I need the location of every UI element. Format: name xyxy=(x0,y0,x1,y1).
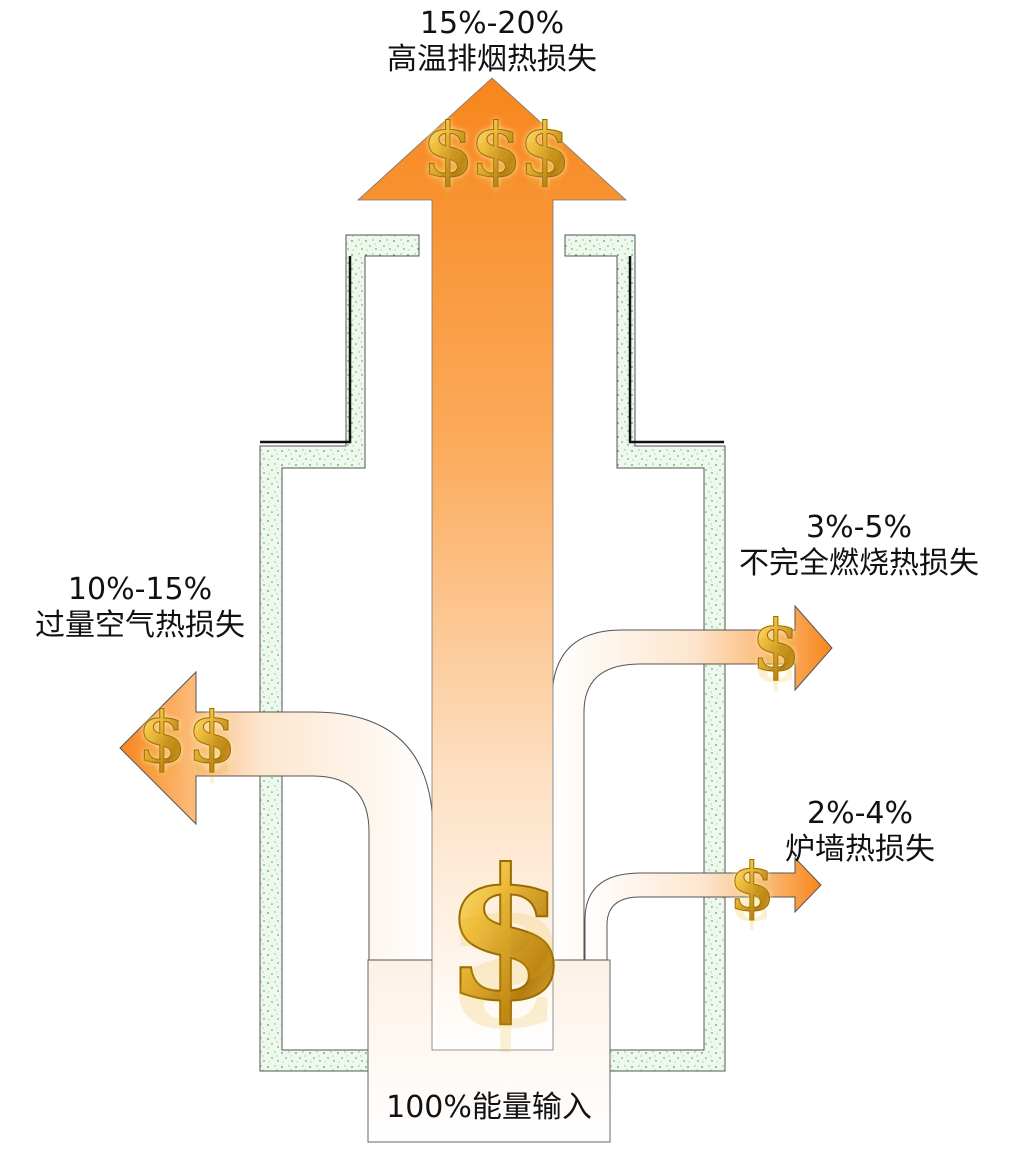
flue-dollar-1-reflection: $ xyxy=(422,124,474,210)
energy-input-text: 100%能量输入 xyxy=(386,1090,592,1125)
wall-dollar-reflection: $ xyxy=(729,864,775,942)
flue-dollar-2-glow: $ xyxy=(470,108,522,194)
flue-gas-loss-text: 高温排烟热损失 xyxy=(387,42,597,77)
flue-dollar-2-reflection: $ xyxy=(470,124,522,210)
dollar-symbols: $$$$$$$$$$$$$$$$$$$$$$$$ xyxy=(137,108,801,1084)
air-dollar-2-icon: $ xyxy=(188,696,237,779)
flue-gas-loss-label: 15%-20% 高温排烟热损失 xyxy=(322,6,662,78)
flue-dollar-3-icon: $ xyxy=(519,108,571,194)
incomplete-combustion-arrow xyxy=(551,604,833,961)
wall-loss-pct: 2%-4% xyxy=(806,796,913,831)
incomplete-combustion-pct: 3%-5% xyxy=(805,510,912,545)
flue-dollar-3-reflection: $ xyxy=(519,124,571,210)
wall-dollar-glow: $ xyxy=(729,848,775,926)
wall-dollar-icon: $ xyxy=(729,848,775,926)
incomplete-dollar-glow: $ xyxy=(752,604,801,687)
air-dollar-2-glow: $ xyxy=(188,696,237,779)
input-dollar-glow: $ xyxy=(443,830,568,1041)
air-dollar-1-reflection: $ xyxy=(138,713,187,796)
energy-input-label: 100%能量输入 xyxy=(368,1090,610,1126)
flue-dollar-1-glow: $ xyxy=(422,108,474,194)
incomplete-combustion-text: 不完全燃烧热损失 xyxy=(739,546,979,581)
excess-air-loss-arrow xyxy=(119,670,434,961)
excess-air-loss-text: 过量空气热损失 xyxy=(35,608,245,643)
air-dollar-1-icon: $ xyxy=(138,696,187,779)
wall-loss-arrow xyxy=(584,856,822,961)
incomplete-combustion-label: 3%-5% 不完全燃烧热损失 xyxy=(700,510,1018,582)
wall-loss-label: 2%-4% 炉墙热损失 xyxy=(755,796,965,868)
air-dollar-1-glow: $ xyxy=(138,696,187,779)
flue-dollar-3-glow: $ xyxy=(519,108,571,194)
excess-air-loss-label: 10%-15% 过量空气热损失 xyxy=(0,572,280,644)
incomplete-dollar-reflection: $ xyxy=(752,621,801,704)
flue-gas-loss-arrow xyxy=(356,77,628,1051)
excess-air-loss-pct: 10%-15% xyxy=(67,572,213,607)
air-dollar-2-reflection: $ xyxy=(188,713,237,796)
input-dollar-icon: $ xyxy=(443,830,568,1041)
wall-loss-text: 炉墙热损失 xyxy=(785,832,935,867)
flue-gas-loss-pct: 15%-20% xyxy=(419,6,565,41)
flue-dollar-1-icon: $ xyxy=(422,108,474,194)
input-dollar-reflection: $ xyxy=(443,872,568,1083)
incomplete-dollar-icon: $ xyxy=(752,604,801,687)
flue-dollar-2-icon: $ xyxy=(470,108,522,194)
